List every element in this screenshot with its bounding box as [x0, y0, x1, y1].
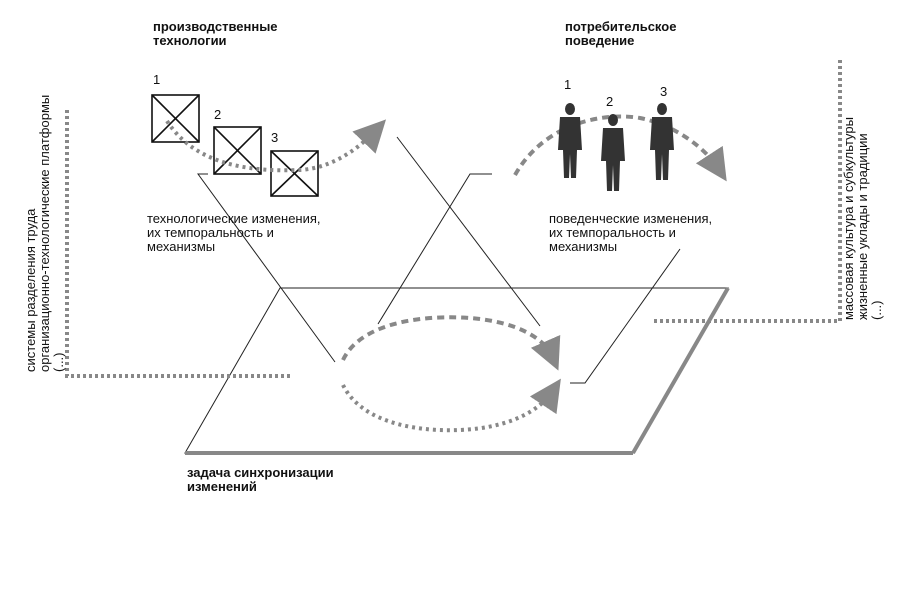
tech-changes-line2: их темпоральность и: [147, 225, 274, 240]
right-context-line: [654, 58, 842, 323]
tech-changes-line1: технологические изменения,: [147, 211, 321, 226]
tech-changes-line3: механизмы: [147, 239, 216, 254]
left-context-line: [65, 110, 291, 378]
right-vertical-caption: массовая культура и субкультуры жизненны…: [841, 117, 884, 321]
sync-plane: [184, 287, 730, 455]
tech-changes-caption: технологические изменения, их темпоральн…: [147, 212, 321, 254]
tech-box-3: [270, 150, 319, 197]
right-vertical-line2: жизненные уклады и традиции: [855, 133, 870, 320]
plane-arrow-dashed: [341, 315, 561, 371]
tech-number-1: 1: [153, 72, 161, 87]
tech-number-2: 2: [214, 107, 222, 122]
sync-task-line2: изменений: [187, 479, 257, 494]
plane-arrow-dotted: [341, 378, 561, 433]
tech-box-2: [213, 126, 262, 175]
behavior-changes-caption: поведенческие изменения, их темпоральнос…: [549, 212, 712, 254]
right-vertical-line3: (...): [869, 300, 884, 321]
sync-task-line1: задача синхронизации: [187, 465, 334, 480]
connector-lines: [197, 136, 681, 384]
behavior-changes-line2: их темпоральность и: [549, 225, 676, 240]
heading-tech-line2: технологии: [153, 33, 227, 48]
left-vertical-line1: системы разделения труда: [23, 208, 38, 372]
left-vertical-line2: организационно-технологические платформы: [37, 94, 52, 372]
behavior-changes-line3: механизмы: [549, 239, 618, 254]
heading-consumer-line1: потребительское: [565, 19, 677, 34]
right-vertical-line1: массовая культура и субкультуры: [841, 117, 856, 320]
heading-production-technologies: производственные технологии: [153, 20, 278, 48]
person-number-2: 2: [606, 94, 614, 109]
person-number-1: 1: [564, 77, 572, 92]
person-figure-3: [650, 103, 674, 180]
person-figure-1: [558, 103, 582, 178]
heading-consumer-line2: поведение: [565, 33, 635, 48]
heading-tech-line1: производственные: [153, 19, 278, 34]
tech-number-3: 3: [271, 130, 279, 145]
behavior-changes-line1: поведенческие изменения,: [549, 211, 713, 226]
person-number-3: 3: [660, 84, 668, 99]
left-vertical-caption: системы разделения труда организационно-…: [23, 94, 66, 373]
tech-box-1: [151, 94, 200, 143]
sync-task-caption: задача синхронизации изменений: [187, 466, 334, 494]
left-vertical-line3: (...): [51, 352, 66, 373]
heading-consumer-behavior: потребительское поведение: [565, 20, 676, 48]
tech-change-arrow: [165, 119, 387, 173]
person-figure-2: [601, 114, 625, 191]
